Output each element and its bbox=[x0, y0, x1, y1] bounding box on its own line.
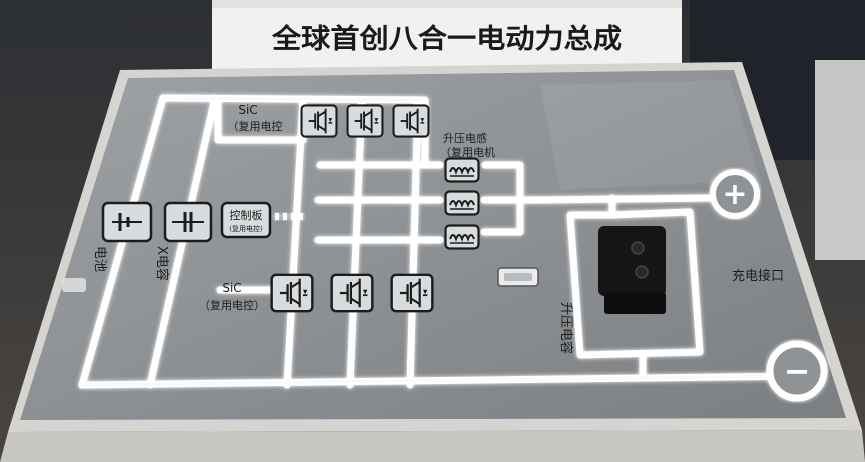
controller-dotted-link bbox=[275, 213, 303, 220]
plus-terminal-ring bbox=[710, 169, 760, 219]
board-reflection bbox=[540, 80, 760, 190]
minus-terminal: − bbox=[766, 340, 828, 402]
boost-capacitor-terminal-2 bbox=[635, 265, 649, 279]
sic-top-switch-1 bbox=[300, 104, 338, 138]
table-front-edge bbox=[0, 430, 865, 462]
boost-inductor-coil-3 bbox=[444, 224, 480, 250]
title-sign: 全球首创八合一电动力总成 bbox=[212, 0, 682, 72]
sic-bottom-switch-3 bbox=[390, 273, 434, 313]
plus-symbol: + bbox=[722, 177, 747, 212]
boost-inductor-label: 升压电感 bbox=[443, 132, 487, 145]
minus-terminal-ring bbox=[766, 340, 828, 402]
sic-top-switch-2 bbox=[346, 104, 384, 138]
sic-top-label: SiC bbox=[238, 103, 257, 117]
title-text: 全球首创八合一电动力总成 bbox=[271, 23, 622, 55]
board-switch-slot bbox=[504, 273, 532, 281]
side-light bbox=[62, 278, 86, 292]
circuit-line-cores bbox=[81, 96, 806, 387]
boost-capacitor-group: 升压电容 bbox=[558, 226, 666, 354]
x-capacitor-label: X电容 bbox=[154, 246, 170, 281]
sic-bottom-sub-label: （复用电控） bbox=[199, 298, 265, 312]
controller-box bbox=[220, 201, 272, 239]
boost-capacitor-terminal-1 bbox=[631, 241, 645, 255]
minus-symbol: − bbox=[784, 352, 811, 390]
sic-bottom-switch-2 bbox=[330, 273, 374, 313]
sic-bottom-group: SiC （复用电控） bbox=[199, 273, 434, 313]
sic-top-sub-label: （复用电控 bbox=[228, 119, 283, 133]
boost-capacitor-label: 升压电容 bbox=[558, 302, 574, 354]
controller-sub-label: (复用电控) bbox=[229, 224, 263, 233]
sic-top-group: SiC （复用电控 bbox=[228, 103, 430, 138]
boost-capacitor-body bbox=[598, 226, 666, 296]
sic-top-switch-3 bbox=[392, 104, 430, 138]
boost-inductor-sub-label: （复用电机 bbox=[440, 145, 495, 159]
circuit-board bbox=[20, 70, 846, 420]
boost-inductor-coil-2 bbox=[444, 190, 480, 216]
sic-bottom-switch-1 bbox=[270, 273, 314, 313]
sic-bottom-label: SiC bbox=[222, 281, 241, 295]
boost-inductor-group: 升压电感 （复用电机 bbox=[440, 132, 495, 250]
controller-module: 控制板 (复用电控) bbox=[220, 201, 303, 239]
title-sign-top-edge bbox=[212, 0, 682, 8]
controller-label: 控制板 bbox=[230, 208, 263, 222]
boost-capacitor-base bbox=[604, 292, 666, 314]
charge-port-label: 充电接口 bbox=[732, 268, 784, 284]
plus-terminal: + bbox=[710, 169, 760, 219]
x-capacitor-module: X电容 bbox=[154, 201, 213, 281]
background-side-panel bbox=[815, 60, 865, 260]
title-sign-board bbox=[212, 0, 682, 72]
battery-label: 电池 bbox=[92, 246, 107, 272]
battery-module: 电池 bbox=[92, 201, 153, 272]
boost-inductor-coil-1 bbox=[444, 157, 480, 183]
